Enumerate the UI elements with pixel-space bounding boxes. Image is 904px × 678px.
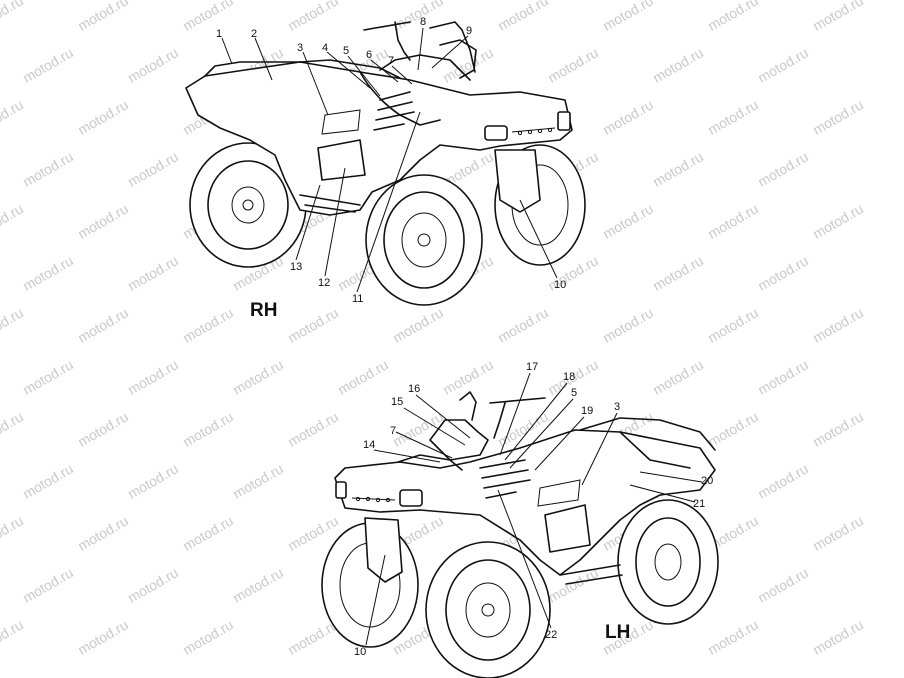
callout-rh-13: 13 <box>290 261 303 273</box>
callout-lh-21: 21 <box>693 498 706 510</box>
callout-rh-7: 7 <box>388 55 395 67</box>
callout-rh-9: 9 <box>466 25 473 37</box>
lh-leader-lines <box>365 372 703 646</box>
callout-lh-16: 16 <box>408 383 421 395</box>
rh-leader-lines <box>221 27 558 293</box>
callout-lh-5: 5 <box>571 387 578 399</box>
callout-lh-15: 15 <box>391 396 404 408</box>
callout-rh-5: 5 <box>343 45 350 57</box>
callout-lh-10: 10 <box>354 646 367 658</box>
callout-rh-6: 6 <box>366 49 373 61</box>
rh-side-label: RH <box>250 300 278 321</box>
callout-rh-8: 8 <box>420 16 427 28</box>
callout-rh-2: 2 <box>251 28 258 40</box>
callout-rh-11: 11 <box>352 293 364 305</box>
callout-lh-22: 22 <box>545 629 558 641</box>
lh-rear-wheel <box>617 499 719 625</box>
callout-rh-4: 4 <box>322 42 329 54</box>
callout-lh-20: 20 <box>701 475 714 487</box>
callout-lh-14: 14 <box>363 439 376 451</box>
callout-rh-3: 3 <box>297 42 304 54</box>
callout-rh-1: 1 <box>216 28 223 40</box>
callout-lh-17: 17 <box>526 361 539 373</box>
lh-front-wheel <box>425 541 551 678</box>
callout-rh-12: 12 <box>318 277 331 289</box>
callout-rh-10: 10 <box>554 279 567 291</box>
callout-lh-3: 3 <box>614 401 621 413</box>
callout-lh-18: 18 <box>563 371 576 383</box>
lh-side-label: LH <box>605 622 631 643</box>
callout-lh-19: 19 <box>581 405 594 417</box>
rh-body <box>185 61 573 216</box>
lh-body <box>334 429 716 576</box>
callout-lh-7: 7 <box>390 425 397 437</box>
